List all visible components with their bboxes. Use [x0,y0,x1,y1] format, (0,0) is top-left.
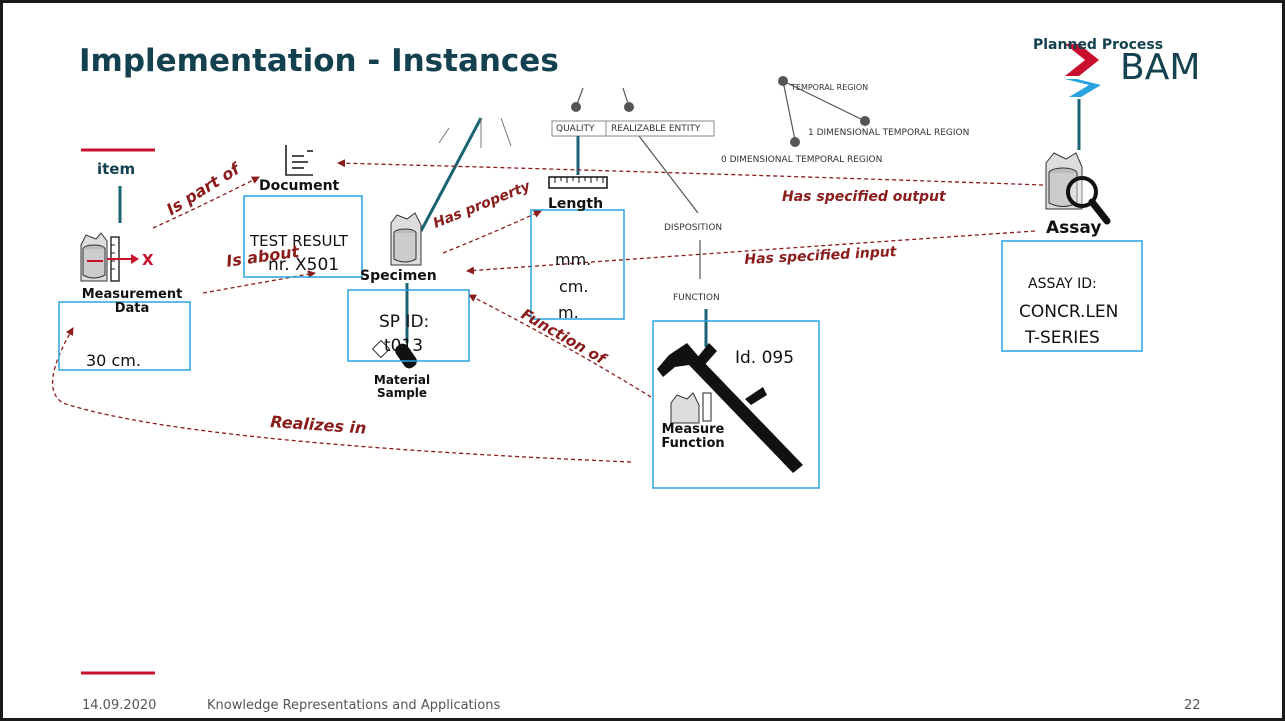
ontology-function: FUNCTION [673,293,720,303]
arrow-has-specified-output [337,159,1044,186]
measurement-value: 30 cm. [86,351,141,370]
assay-id-line2: CONCR.LEN [1019,302,1119,322]
arrow-realizes-in [51,327,632,463]
box-measurement-data [58,301,191,371]
test-result-line1: TEST RESULT [250,232,348,250]
box-length-units [530,209,625,320]
measurement-data-icon: X [80,232,154,282]
box-measure-function [652,320,820,489]
length-unit-m: m. [558,303,579,322]
ontology-fragment-left [438,117,512,148]
bam-logo-mark [1065,44,1101,97]
length-label: Length [548,196,604,212]
specimen-id-line1: SP ID: [379,312,430,332]
assay-magnifier-icon [1045,152,1111,225]
box-test-result [243,195,363,278]
ontology-realizable-entity: REALIZABLE ENTITY [611,124,701,134]
footer-date: 14.09.2020 [82,698,157,713]
ontology-1d-temporal-region: 1 DIMENSIONAL TEMPORAL REGION [808,128,970,138]
planned-process-label: Planned Process [1033,37,1164,53]
measure-function-id: Id. 095 [735,348,795,368]
test-result-line2: nr. X501 [268,255,340,275]
arrow-has-specified-input [466,230,1036,275]
ontology-disposition: DISPOSITION [664,223,723,233]
box-assay-id [1001,240,1143,352]
specimen-id-line2: t013 [384,336,424,356]
specimen-label: Specimen [360,268,437,284]
slide-title: Implementation - Instances [79,43,559,79]
diagram-graphics: X [51,44,1143,675]
bam-logo-text: BAM [1120,47,1201,88]
measurement-data-label: Measurement Data [81,287,183,316]
footer-page-number: 22 [1184,698,1201,713]
arrow-is-about [202,270,316,294]
footer-course: Knowledge Representations and Applicatio… [207,698,501,713]
caliper-icon [657,343,803,473]
arrow-function-of [468,294,652,398]
length-unit-mm: mm. [555,250,592,269]
measure-function-label: Measure Function [661,422,725,451]
svg-text:X: X [142,251,154,269]
ontology-0d-temporal-region: 0 DIMENSIONAL TEMPORAL REGION [721,155,883,165]
item-label: item [97,160,136,178]
box-specimen-id [347,289,470,362]
arrow-is-part-of [152,176,260,229]
length-unit-cm: cm. [559,277,589,296]
test-tube-icon [371,339,417,369]
ontology-temporal-region: TEMPORAL REGION [791,83,869,92]
document-icon [285,145,313,176]
assay-id-line3: T-SERIES [1025,328,1100,348]
ruler-icon [548,176,608,189]
relation-has-specified-output: Has specified output [782,189,946,205]
assay-id-line1: ASSAY ID: [1028,276,1097,292]
ontology-quality: QUALITY [556,124,595,134]
material-sample-label: Material Sample [373,373,431,400]
specimen-cylinder-icon [390,212,422,266]
document-label: Document [259,178,340,194]
assay-label: Assay [1046,218,1102,238]
specimen-upper-stem [419,117,483,232]
